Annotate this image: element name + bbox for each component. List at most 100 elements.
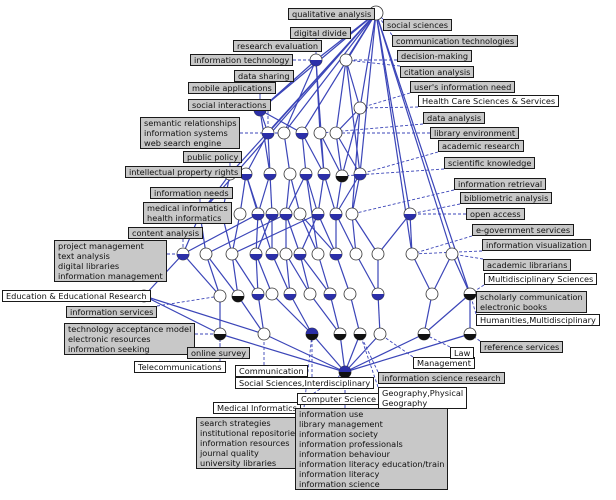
lattice-edge-top-f13 <box>375 12 453 255</box>
lattice-edge-f3-g3 <box>231 253 239 297</box>
label-scientific-knowledge: scientific knowledge <box>444 157 536 169</box>
label-online-survey: online survey <box>187 347 251 359</box>
label-info-use-block: information use library management infor… <box>295 408 449 490</box>
lattice-edge-g9-h5 <box>349 293 361 335</box>
connector-egovernment <box>411 235 473 255</box>
concept-node-h5 <box>353 327 367 341</box>
lattice-edge-d3-e6 <box>285 173 291 215</box>
lattice-edge-h7-bot <box>344 333 425 373</box>
lattice-edge-g3-h2 <box>237 295 265 335</box>
lattice-edge-f13-g12 <box>451 253 471 295</box>
label-data-analysis: data analysis <box>423 112 486 124</box>
lattice-edge-a1-c2 <box>283 59 317 134</box>
lattice-edge-top-c3 <box>301 12 377 134</box>
concept-node-e5 <box>265 207 279 221</box>
concept-node-g8 <box>323 287 337 301</box>
concept-node-f7 <box>293 247 307 261</box>
lattice-edge-f6-g7 <box>285 253 311 295</box>
connector-users-information-need <box>359 92 411 109</box>
concept-node-f1 <box>176 247 190 261</box>
connector-info-science-research <box>359 333 379 373</box>
lattice-edge-a2-d7 <box>345 59 361 175</box>
lattice-edge-g1-h2 <box>143 295 265 335</box>
lattice-edge-d5-e9 <box>323 173 337 215</box>
concept-node-f9 <box>329 247 343 261</box>
label-humanities: Humanities,Multidisciplinary <box>476 314 600 326</box>
label-library-environment: library environment <box>430 127 520 139</box>
lattice-edge-f6-g6 <box>285 253 291 295</box>
lattice-edge-f2-g3 <box>205 253 239 297</box>
lattice-edge-e4-f1 <box>182 213 259 255</box>
concept-node-g4 <box>251 287 265 301</box>
label-education-research: Education & Educational Research <box>2 290 151 302</box>
lattice-edge-e5-f4 <box>255 213 273 255</box>
lattice-edge-c5-d7 <box>335 132 361 175</box>
label-search-block: search strategies institutional reposito… <box>196 417 304 469</box>
label-research-evaluation: research evaluation <box>233 40 323 52</box>
label-project-block: project management text analysis digital… <box>54 240 167 282</box>
concept-node-f6 <box>279 247 293 261</box>
lattice-edge-e11-f12 <box>409 213 413 255</box>
lattice-edge-b2-d6 <box>341 107 361 177</box>
label-technology-block: technology acceptance model electronic r… <box>64 323 196 355</box>
label-geography: Geography,Physical Geography <box>378 387 468 409</box>
concept-node-e8 <box>311 207 325 221</box>
lattice-edge-top-b2 <box>359 12 377 109</box>
lattice-edge-c2-d3 <box>283 132 291 175</box>
concept-node-d2 <box>263 167 277 181</box>
concept-node-bot <box>338 365 352 379</box>
lattice-edge-b2-e10 <box>351 107 361 215</box>
lattice-edge-e6-f2 <box>205 213 287 255</box>
concept-node-g5 <box>265 287 279 301</box>
label-bibliometric: bibliometric analysis <box>460 192 553 204</box>
lattice-edges <box>143 12 471 373</box>
lattice-edge-e6-f7 <box>285 213 301 255</box>
concept-node-e3 <box>233 207 247 221</box>
lattice-edge-top-c2 <box>283 12 377 134</box>
connector-bibliometric <box>409 203 461 215</box>
concept-node-g2 <box>213 289 227 303</box>
lattice-edge-f4-g4 <box>255 253 259 295</box>
lattice-edge-g5-h3 <box>271 293 313 335</box>
concept-node-c5 <box>329 126 343 140</box>
concept-node-h8 <box>463 327 477 341</box>
lattice-edge-f13-g11 <box>431 253 453 295</box>
lattice-edge-f5-g6 <box>271 253 291 295</box>
concept-node-g9 <box>343 287 357 301</box>
label-intellectual-property: intellectual property rights <box>125 166 243 178</box>
lattice-edge-d4-e6 <box>285 173 307 215</box>
lattice-edge-d6-e9 <box>335 175 343 215</box>
label-social-interactions: social interactions <box>188 99 271 111</box>
lattice-edge-e10-f11 <box>351 213 379 255</box>
lattice-edge-c3-d4 <box>301 132 307 175</box>
lattice-edge-c4-d5 <box>319 132 325 175</box>
lattice-edge-f8-g8 <box>317 253 331 295</box>
lattice-edge-h8-bot <box>344 333 471 373</box>
label-information-technology: information technology <box>190 54 294 66</box>
connector-information-services <box>156 295 221 307</box>
lattice-edge-d2-e4 <box>257 173 271 215</box>
label-academic-research: academic research <box>438 140 524 152</box>
concept-node-a2 <box>339 53 353 67</box>
lattice-edge-c3-d5 <box>301 132 325 175</box>
label-content-analysis: content analysis <box>128 227 204 239</box>
lattice-edge-top-g12 <box>375 12 471 295</box>
label-information-services: information services <box>66 306 158 318</box>
label-academic-librarians: academic librarians <box>483 259 572 271</box>
label-information-visualization: information visualization <box>482 239 591 251</box>
concept-node-h6 <box>373 327 387 341</box>
label-qualitative-analysis: qualitative analysis <box>288 8 376 20</box>
label-users-information-need: user's information need <box>410 81 516 93</box>
label-communication: Communication <box>235 365 308 377</box>
lattice-edge-top-e1 <box>199 12 377 215</box>
lattice-edge-a2-b2 <box>345 59 361 109</box>
lattice-edge-g10-h6 <box>377 293 381 335</box>
concept-node-d6 <box>335 169 349 183</box>
lattice-edge-f7-g8 <box>299 253 331 295</box>
label-reference-services: reference services <box>480 341 564 353</box>
label-data-sharing: data sharing <box>234 70 294 82</box>
concept-node-h4 <box>333 327 347 341</box>
connector-citation-analysis <box>345 59 401 67</box>
lattice-edge-top-d8 <box>229 12 377 175</box>
concept-node-e7 <box>293 207 307 221</box>
